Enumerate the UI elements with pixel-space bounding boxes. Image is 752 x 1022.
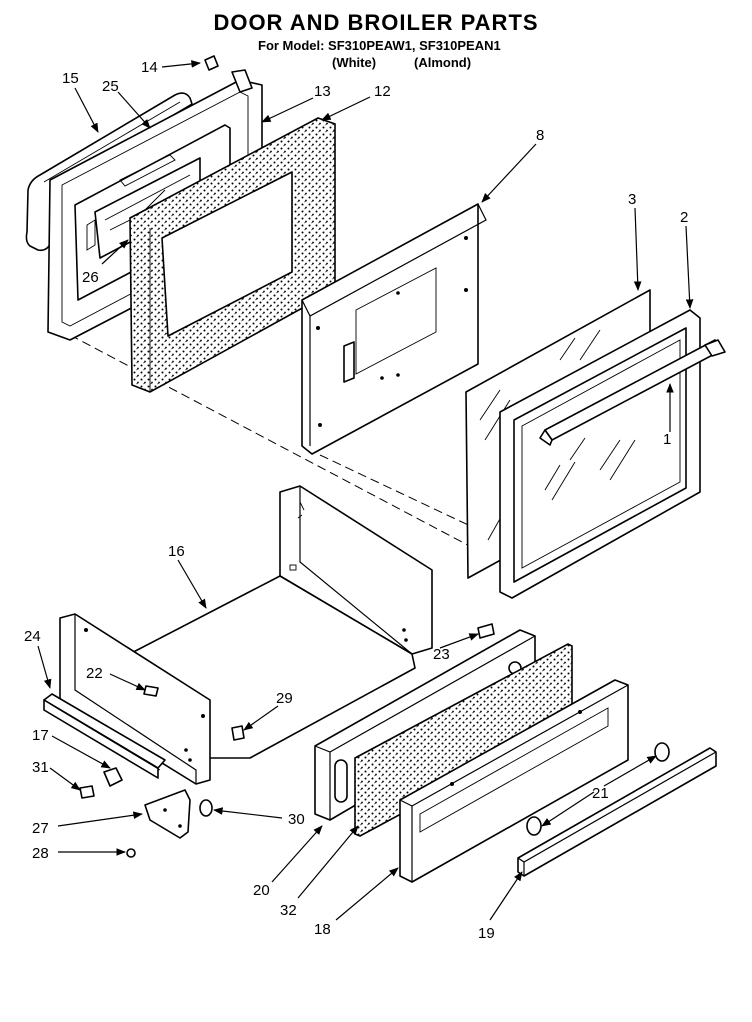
callout-24: 24 (24, 628, 41, 645)
callout-1: 1 (663, 431, 671, 448)
callout-26: 26 (82, 269, 99, 286)
callout-12: 12 (374, 83, 391, 100)
callout-13: 13 (314, 83, 331, 100)
clip-part-17b (103, 767, 123, 787)
callout-31: 31 (32, 759, 49, 776)
knob-part-21 (526, 742, 670, 836)
screw-part-14 (204, 55, 253, 93)
color-almond-label: (Almond) (414, 55, 472, 70)
inner-door-panel-part-8 (301, 203, 487, 455)
drawer-outer-front-part-18 (399, 679, 629, 883)
alignment-line-panel (319, 454, 501, 541)
callout-19: 19 (478, 925, 495, 942)
door-handle-part-1 (539, 339, 726, 446)
callout-labels: 1 2 3 8 12 13 14 15 16 17 18 19 20 21 22… (24, 59, 688, 942)
callout-20: 20 (253, 882, 270, 899)
callout-30: 30 (288, 811, 305, 828)
screw-part-23 (477, 623, 495, 639)
leader-lines (37, 60, 694, 921)
bushing-part-30 (199, 799, 213, 817)
callout-23: 23 (433, 646, 450, 663)
callout-14: 14 (141, 59, 158, 76)
model-numbers: For Model: SF310PEAW1, SF310PEAN1 (258, 38, 501, 53)
door-handle-part-15 (25, 92, 193, 252)
callout-15: 15 (62, 70, 79, 87)
callout-28: 28 (32, 845, 49, 862)
page-title: DOOR AND BROILER PARTS (213, 10, 539, 35)
callout-8: 8 (536, 127, 544, 144)
callout-22: 22 (86, 665, 103, 682)
callout-18: 18 (314, 921, 331, 938)
callout-32: 32 (280, 902, 297, 919)
rail-part-17 (43, 693, 166, 779)
bracket-part-27 (126, 789, 191, 858)
callout-21: 21 (592, 785, 609, 802)
callout-29: 29 (276, 690, 293, 707)
screw-part-29 (231, 725, 245, 741)
color-white-label: (White) (332, 55, 377, 70)
callout-16: 16 (168, 543, 185, 560)
screw-part-31 (79, 785, 95, 799)
callout-17: 17 (32, 727, 49, 744)
callout-2: 2 (680, 209, 688, 226)
callout-27: 27 (32, 820, 49, 837)
callout-3: 3 (628, 191, 636, 208)
screw-part-22 (143, 685, 159, 697)
callout-25: 25 (102, 78, 119, 95)
